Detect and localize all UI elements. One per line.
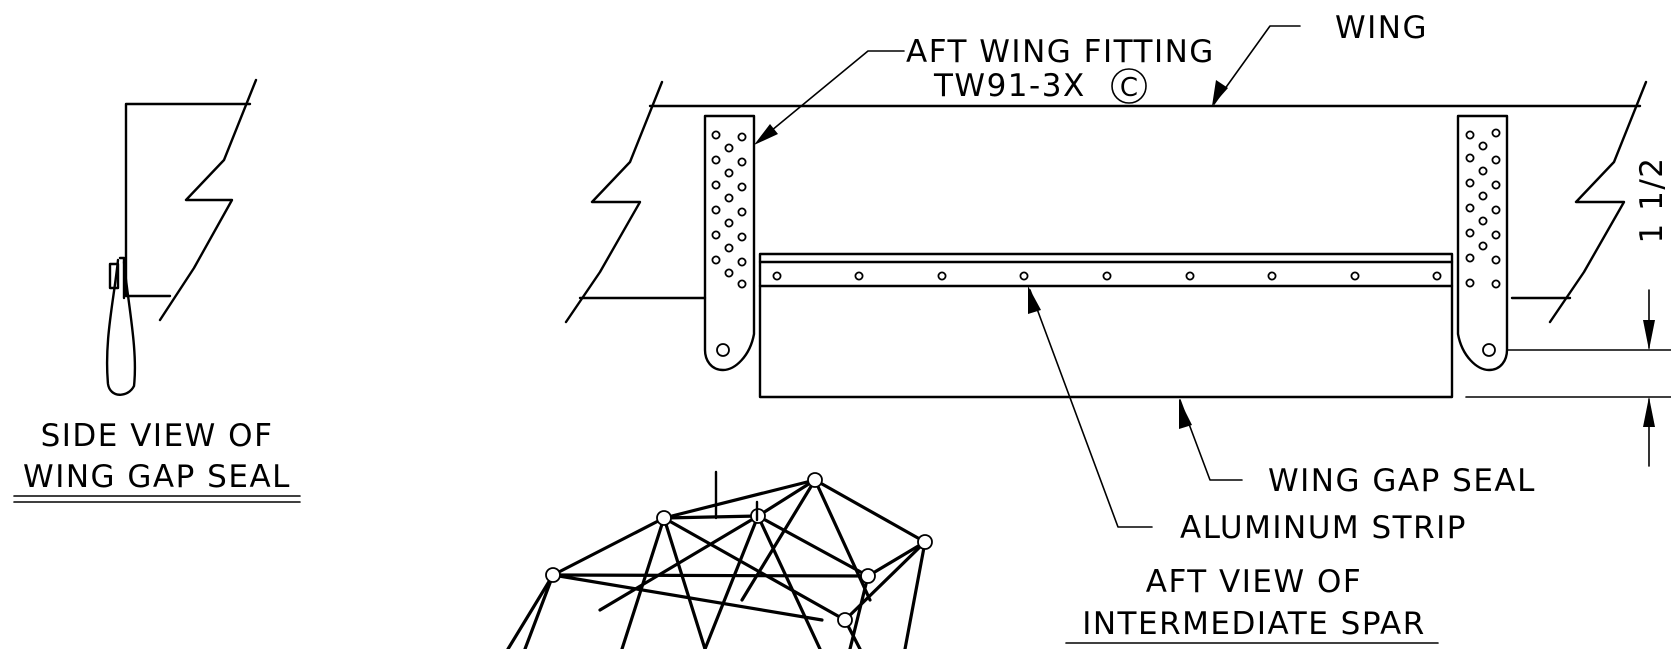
side-view-wing-outline (124, 102, 252, 298)
fitting-hole (1465, 130, 1475, 140)
fitting-pivot-hole (1482, 343, 1496, 357)
strip-rivet (772, 271, 782, 281)
frame-node (807, 472, 823, 488)
arrow-aluminum-strip (1028, 286, 1041, 314)
label-wing-gap-seal: WING GAP SEAL (1268, 463, 1536, 499)
fitting-hole (1491, 230, 1501, 240)
side-view-break-line (158, 78, 258, 322)
fitting-hole (1491, 180, 1501, 190)
fitting-hole (1465, 178, 1475, 188)
wing-gap-seal (758, 284, 1454, 399)
frame-nodes (545, 472, 933, 628)
side-view-seal-strip (118, 256, 126, 300)
strip-rivet (1432, 271, 1442, 281)
strip-rivet (1267, 271, 1277, 281)
fitting-hole (1491, 205, 1501, 215)
fitting-hole (724, 268, 734, 278)
fitting-hole (737, 182, 747, 192)
fitting-hole (1478, 141, 1488, 151)
strip-rivet (1185, 271, 1195, 281)
fitting-hole (1478, 166, 1488, 176)
fitting-hole (737, 132, 747, 142)
fitting-hole (1491, 155, 1501, 165)
fitting-right-holes (1465, 128, 1501, 357)
fitting-hole (711, 155, 721, 165)
side-view-title-line2: WING GAP SEAL (23, 459, 291, 495)
fitting-hole (1491, 255, 1501, 265)
aluminum-strip-body (758, 252, 1454, 288)
fitting-pivot-hole (716, 343, 730, 357)
fitting-left-holes (711, 130, 747, 357)
fitting-hole (711, 255, 721, 265)
leader-wing-gap-seal (1179, 399, 1243, 481)
aluminum-strip (758, 252, 1454, 288)
aft-wing-fitting-right (1456, 114, 1509, 372)
strip-rivet (1019, 271, 1029, 281)
fitting-hole (711, 130, 721, 140)
right-break-line (1548, 80, 1648, 324)
fitting-hole (1478, 241, 1488, 251)
frame-node (860, 568, 876, 584)
dimension-arrow-lower (1643, 397, 1655, 427)
arrow-aft-wing-fitting (754, 124, 778, 145)
fitting-hole (724, 143, 734, 153)
fitting-hole (737, 207, 747, 217)
strip-rivet (854, 271, 864, 281)
label-aft-wing-fitting: AFT WING FITTING (906, 34, 1215, 70)
side-view-seal-loop (105, 258, 137, 396)
fitting-hole (737, 232, 747, 242)
leader-aluminum-strip (1029, 289, 1153, 528)
label-fitting-part-symbol: C (1120, 73, 1138, 103)
fitting-hole (711, 180, 721, 190)
frame-node (837, 612, 853, 628)
aft-view-intermediate-spar: 1 1/2 WING AFT WING FITTING TW91-3X C WI… (564, 10, 1671, 644)
dimension-arrow-upper (1643, 320, 1655, 350)
fitting-hole (1465, 278, 1475, 288)
fitting-hole (724, 243, 734, 253)
part-symbol-circle (1111, 68, 1147, 104)
aft-view-title-line2: INTERMEDIATE SPAR (1082, 606, 1426, 642)
dimension-label: 1 1/2 (1634, 157, 1670, 244)
fitting-hole (1491, 279, 1501, 289)
fitting-hole (1465, 153, 1475, 163)
fitting-hole (737, 279, 747, 289)
side-view-wing-gap-seal: SIDE VIEW OF WING GAP SEAL (13, 78, 301, 503)
aft-view-title-line1: AFT VIEW OF (1146, 564, 1362, 600)
fitting-hole (737, 257, 747, 267)
fitting-hole (711, 205, 721, 215)
label-wing: WING (1335, 10, 1428, 46)
fitting-hole (737, 157, 747, 167)
fitting-hole (724, 193, 734, 203)
left-break-line (564, 80, 664, 324)
frame-node (545, 567, 561, 583)
aft-wing-fitting-left (703, 114, 756, 372)
label-fitting-part-number: TW91-3X (933, 68, 1086, 104)
fitting-hole (711, 230, 721, 240)
strip-rivet (937, 271, 947, 281)
leader-wing (1213, 25, 1301, 105)
frame-node (656, 510, 672, 526)
fitting-hole (1465, 228, 1475, 238)
arrow-wing-gap-seal (1179, 399, 1192, 429)
leader-aft-wing-fitting (759, 50, 905, 141)
side-view-seal-clip (108, 262, 120, 290)
fitting-hole (1465, 253, 1475, 263)
fitting-hole (1478, 191, 1488, 201)
fitting-hole (1478, 216, 1488, 226)
strip-rivet (1102, 271, 1112, 281)
arrow-wing (1212, 80, 1228, 106)
fitting-hole (724, 218, 734, 228)
side-view-title-line1: SIDE VIEW OF (41, 418, 274, 454)
dimension-1-1-2: 1 1/2 (1465, 157, 1671, 467)
strip-rivet (1350, 271, 1360, 281)
frame-node (917, 534, 933, 550)
fitting-hole (724, 168, 734, 178)
label-aluminum-strip: ALUMINUM STRIP (1180, 510, 1467, 546)
tubular-frame-illustration (506, 470, 933, 649)
fitting-hole (1491, 128, 1501, 138)
fitting-hole (1465, 203, 1475, 213)
frame-tubes (506, 478, 927, 649)
